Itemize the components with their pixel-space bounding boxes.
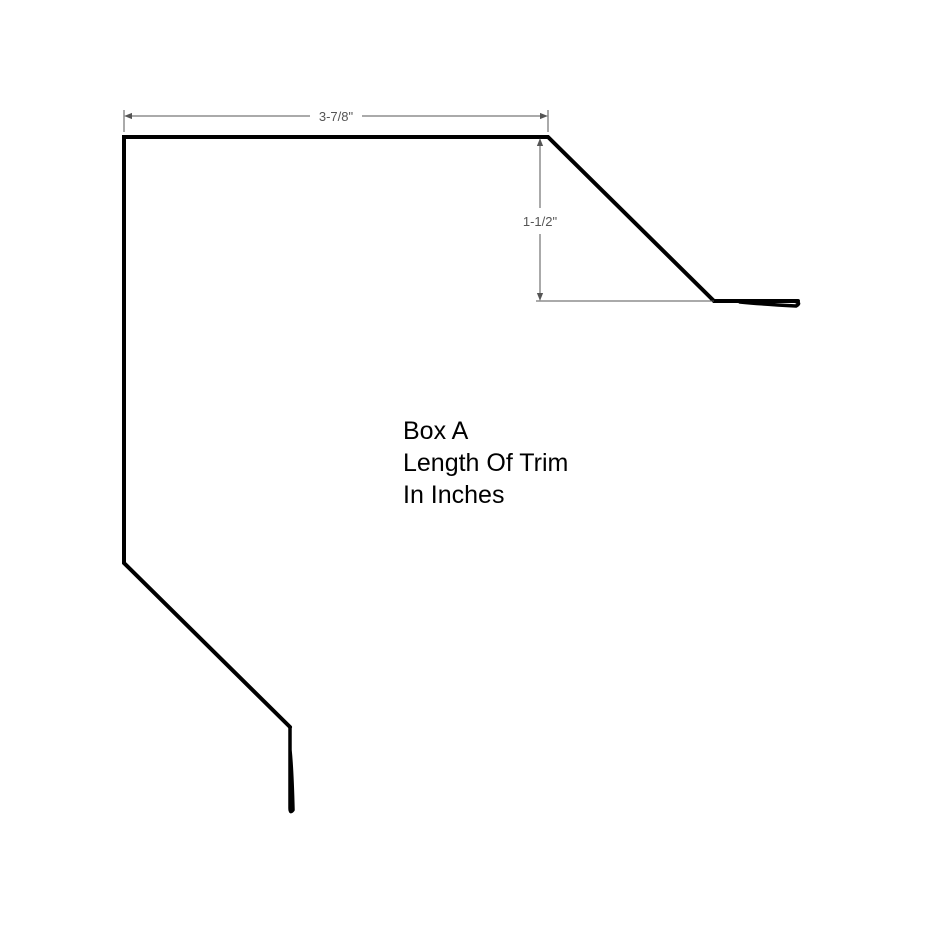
bottom-hem	[288, 725, 295, 814]
note-line-box: Box A	[403, 417, 469, 445]
note-line-length: Length Of Trim	[403, 449, 569, 477]
right-hem	[712, 299, 801, 308]
width-label: 3-7/8"	[319, 109, 354, 124]
height-label: 1-1/2"	[523, 214, 558, 229]
height-dimension: 1-1/2"	[523, 138, 714, 302]
width-dimension: 3-7/8"	[123, 109, 549, 132]
box-note: Box A Length Of Trim In Inches	[403, 415, 568, 511]
note-line-units: In Inches	[403, 481, 505, 509]
